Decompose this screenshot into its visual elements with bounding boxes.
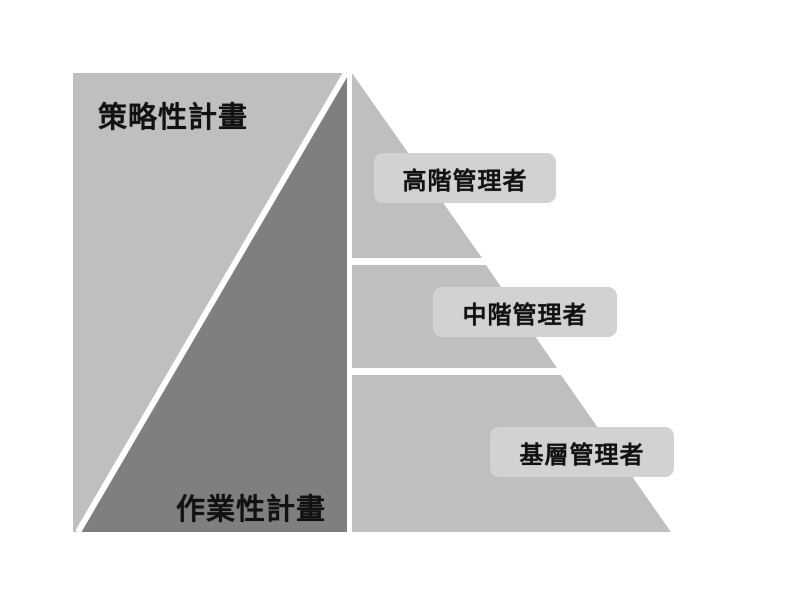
operational-planning-label: 作業性計畫 [176, 492, 327, 526]
first-line-management-label: 基層管理者 [490, 427, 674, 477]
middle-management-label: 中階管理者 [433, 287, 617, 337]
top-management-label: 高階管理者 [374, 153, 556, 203]
strategic-planning-label: 策略性計畫 [98, 100, 249, 134]
diagonal-divider [75, 71, 349, 534]
